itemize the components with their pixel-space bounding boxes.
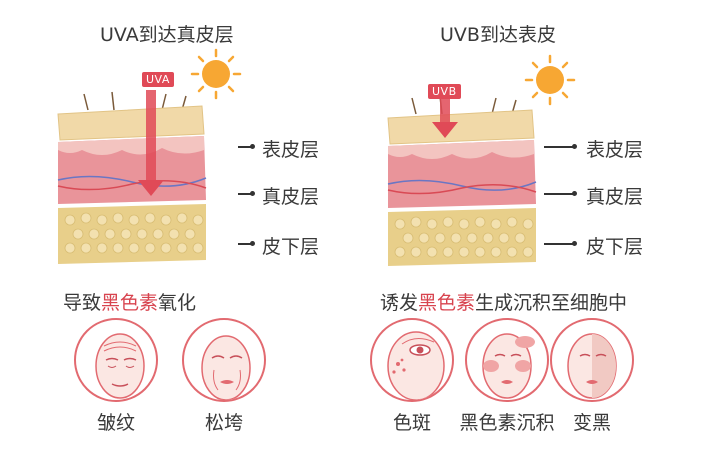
face-icon (95, 333, 145, 399)
caption-pigmentation: 黑色素沉积 (459, 412, 555, 434)
effect-suffix: 氧化 (158, 292, 197, 314)
face-icon (482, 333, 535, 399)
layer-label-dermis: 真皮层 (586, 186, 644, 208)
uvb-ray-tag: UVB (428, 84, 461, 99)
leader-dot (572, 144, 577, 149)
effect-prefix: 导致 (63, 292, 102, 314)
effect-highlight: 黑色素 (418, 292, 476, 314)
layer-label-subcutis: 皮下层 (586, 236, 644, 258)
leader-dot (572, 191, 577, 196)
uvb-title: UVB到达表皮 (440, 24, 556, 46)
face-pigmentation (465, 318, 549, 402)
skin-cross-section-uva (57, 90, 207, 264)
face-icon (567, 333, 617, 399)
effect-highlight: 黑色素 (101, 292, 159, 314)
face-sagging (182, 318, 266, 402)
sun-icon (524, 54, 576, 106)
uva-title: UVA到达真皮层 (100, 24, 234, 46)
caption-wrinkles: 皱纹 (96, 412, 135, 434)
face-icon (201, 335, 251, 400)
effect-prefix: 诱发 (380, 292, 419, 314)
skin-cross-section-uvb (387, 94, 537, 266)
leader-line (544, 243, 574, 245)
caption-sagging: 松垮 (204, 412, 243, 434)
face-darkening (550, 318, 634, 402)
leader-line (238, 193, 252, 195)
leader-line (238, 243, 252, 245)
caption-darkening: 变黑 (572, 412, 611, 434)
uva-ray-tag: UVA (142, 72, 174, 87)
layer-label-subcutis: 皮下层 (262, 236, 320, 258)
leader-line (544, 146, 574, 148)
leader-line (238, 146, 252, 148)
layer-label-epidermis: 表皮层 (586, 139, 644, 161)
sun-icon (190, 48, 242, 100)
face-spots (370, 318, 454, 402)
effect-suffix: 生成沉积至细胞中 (475, 292, 628, 314)
caption-spots: 色斑 (392, 412, 431, 434)
uvb-effect-text: 诱发黑色素生成沉积至细胞中 (380, 288, 627, 315)
leader-line (544, 193, 574, 195)
face-wrinkles (74, 318, 158, 402)
leader-dot (250, 241, 255, 246)
leader-dot (250, 191, 255, 196)
layer-label-epidermis: 表皮层 (262, 139, 320, 161)
uva-effect-text: 导致黑色素氧化 (63, 288, 196, 315)
leader-dot (250, 144, 255, 149)
leader-dot (572, 241, 577, 246)
layer-label-dermis: 真皮层 (262, 186, 320, 208)
face-icon (387, 331, 445, 400)
